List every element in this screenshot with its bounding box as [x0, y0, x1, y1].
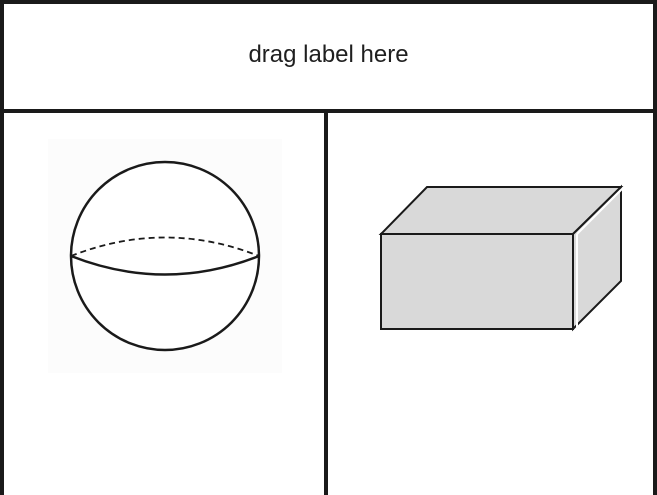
drop-zone-placeholder: drag label here — [248, 41, 408, 69]
label-drop-zone[interactable]: drag label here — [4, 4, 653, 113]
rectangular-prism-icon — [377, 181, 633, 333]
shape-cell-sphere — [4, 113, 324, 495]
shape-cell-prism — [328, 113, 653, 495]
sphere-icon — [48, 139, 282, 373]
